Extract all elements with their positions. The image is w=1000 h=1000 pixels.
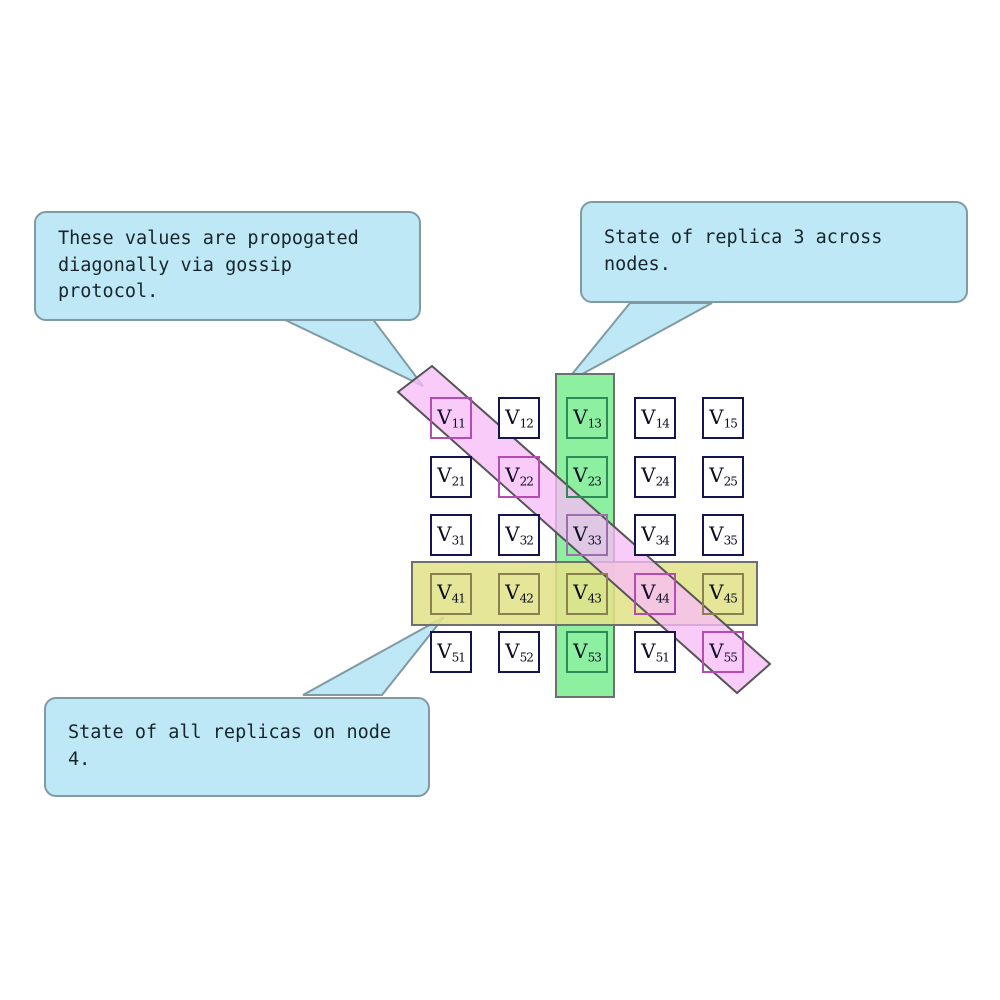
grid-cell-v41[interactable]: V41 — [430, 572, 472, 615]
callout-node4-text: State of all replicas on node 4. — [68, 722, 392, 770]
grid-cell-v22[interactable]: V22 — [498, 455, 540, 498]
grid-cell-label: V15 — [709, 404, 738, 431]
grid-cell-v51[interactable]: V51 — [634, 631, 676, 673]
grid-cell-label: V14 — [641, 404, 670, 431]
callout-tail-gossip — [280, 317, 424, 387]
grid-cell-label: V32 — [505, 521, 534, 548]
grid-cell-v25[interactable]: V25 — [702, 455, 744, 498]
callout-node4[interactable]: State of all replicas on node 4. — [44, 697, 430, 797]
grid-cell-v15[interactable]: V15 — [702, 397, 744, 439]
grid-cell-v55[interactable]: V55 — [702, 631, 744, 673]
grid-cell-v51[interactable]: V51 — [430, 631, 472, 673]
grid-cell-label: V12 — [505, 404, 534, 431]
callout-tail-node4 — [302, 616, 445, 696]
grid-cell-v12[interactable]: V12 — [498, 397, 540, 439]
grid-cell-v31[interactable]: V31 — [430, 514, 472, 556]
grid-cell-label: V33 — [573, 521, 602, 548]
callout-gossip[interactable]: These values are propogated diagonally v… — [34, 211, 421, 321]
callout-replica3-text: State of replica 3 across nodes. — [604, 227, 883, 275]
callout-replica3[interactable]: State of replica 3 across nodes. — [580, 201, 968, 303]
grid-cell-v33[interactable]: V33 — [566, 514, 608, 556]
grid-cell-label: V44 — [641, 580, 670, 606]
grid-cell-v24[interactable]: V24 — [634, 455, 676, 498]
grid-cell-v45[interactable]: V45 — [702, 572, 744, 615]
grid-cell-v43[interactable]: V43 — [566, 572, 608, 615]
grid-cell-label: V13 — [573, 404, 602, 431]
band-gossip-diagonal — [396, 364, 772, 695]
grid-cell-label: V24 — [641, 463, 670, 489]
callout-gossip-text: These values are propogated diagonally v… — [58, 227, 359, 303]
grid-cell-label: V52 — [505, 638, 534, 665]
grid-cell-label: V45 — [709, 580, 738, 606]
grid-cell-label: V51 — [437, 638, 466, 665]
grid-cell-v35[interactable]: V35 — [702, 514, 744, 556]
grid-cell-label: V25 — [709, 463, 738, 489]
grid-cell-v53[interactable]: V53 — [566, 631, 608, 673]
grid-cell-label: V41 — [437, 580, 466, 606]
grid-cell-label: V23 — [573, 463, 602, 489]
grid-cell-label: V53 — [573, 638, 602, 665]
grid-cell-label: V21 — [437, 463, 466, 489]
grid-cell-v11[interactable]: V11 — [430, 397, 472, 439]
grid-cell-v23[interactable]: V23 — [566, 455, 608, 498]
callout-tail-replica3 — [563, 302, 713, 385]
grid-cell-label: V35 — [709, 521, 738, 548]
grid-cell-label: V51 — [641, 638, 670, 665]
grid-cell-v32[interactable]: V32 — [498, 514, 540, 556]
grid-cell-v13[interactable]: V13 — [566, 397, 608, 439]
grid-cell-label: V34 — [641, 521, 670, 548]
grid-cell-label: V55 — [709, 638, 738, 665]
grid-cell-v14[interactable]: V14 — [634, 397, 676, 439]
grid-cell-v34[interactable]: V34 — [634, 514, 676, 556]
grid-cell-v44[interactable]: V44 — [634, 572, 676, 615]
grid-cell-label: V43 — [573, 580, 602, 606]
grid-cell-v21[interactable]: V21 — [430, 455, 472, 498]
grid-cell-label: V31 — [437, 521, 466, 548]
grid-cell-label: V22 — [505, 463, 534, 489]
grid-cell-v52[interactable]: V52 — [498, 631, 540, 673]
grid-cell-label: V42 — [505, 580, 534, 606]
grid-cell-v42[interactable]: V42 — [498, 572, 540, 615]
grid-cell-label: V11 — [437, 404, 466, 431]
